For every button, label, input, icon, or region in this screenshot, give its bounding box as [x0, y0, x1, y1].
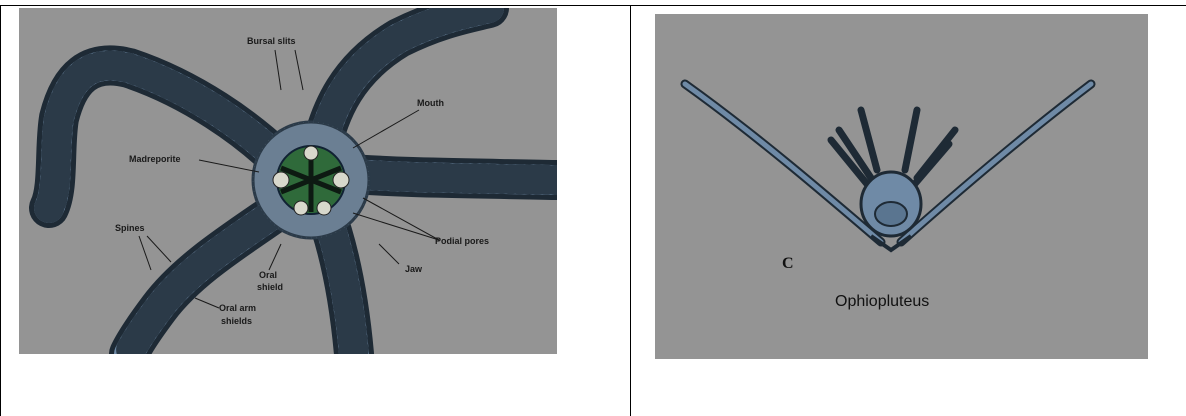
larva-gut: [875, 202, 907, 226]
arm-right: [339, 173, 557, 180]
ophiopluteus-svg: C Ophiopluteus: [655, 14, 1148, 359]
table-top-border: [0, 5, 1186, 6]
label-jaw: Jaw: [405, 264, 423, 274]
label-oral-arm-shields-line2: shields: [221, 316, 252, 326]
label-mouth: Mouth: [417, 98, 444, 108]
label-oral-shield-line2: shield: [257, 282, 283, 292]
label-oral-shield-line1: Oral: [259, 270, 277, 280]
label-podial-pores: Podial pores: [435, 236, 489, 246]
label-bursal-slits: Bursal slits: [247, 36, 296, 46]
label-madreporite: Madreporite: [129, 154, 181, 164]
brittle-star-svg: Bursal slits Mouth Madreporite Spines Po…: [19, 8, 557, 354]
table-column-divider: [630, 5, 631, 416]
panel-letter-c: C: [782, 255, 794, 272]
oral-shield-left: [273, 172, 289, 188]
table-left-border: [0, 5, 1, 416]
label-oral-arm-shields-line1: Oral arm: [219, 303, 256, 313]
ophiopluteus-diagram: C Ophiopluteus: [655, 14, 1148, 359]
arm-upper-left: [49, 65, 287, 208]
label-spines: Spines: [115, 223, 145, 233]
brittle-star-diagram: Bursal slits Mouth Madreporite Spines Po…: [19, 8, 557, 354]
caption-ophiopluteus: Ophiopluteus: [835, 293, 929, 310]
